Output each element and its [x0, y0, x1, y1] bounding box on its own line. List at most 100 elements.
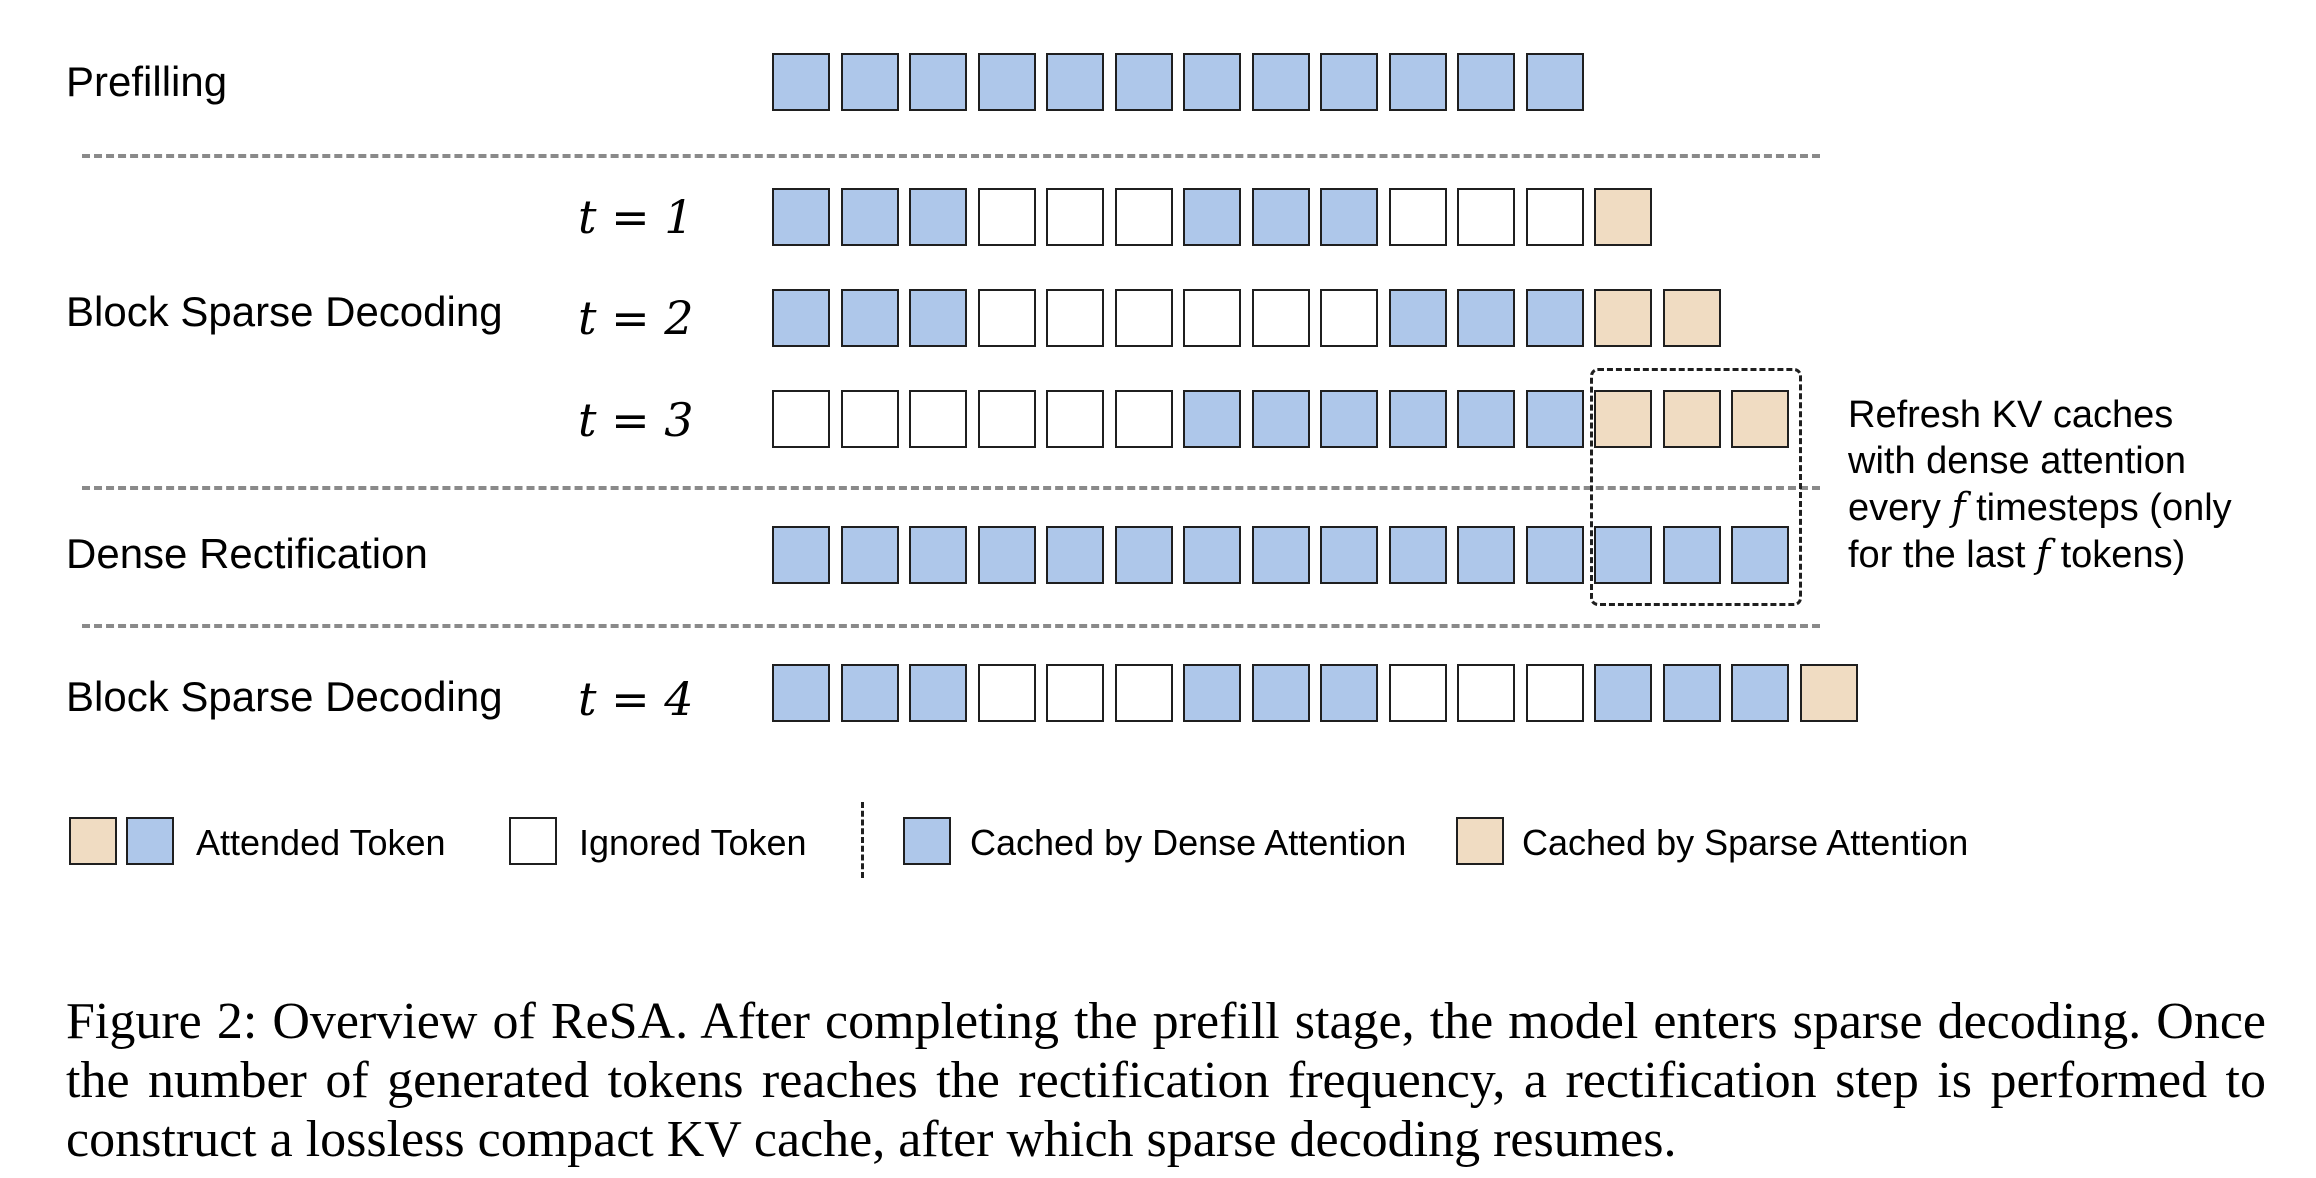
ignored-token-cell [1115, 188, 1173, 246]
attended-token-cell [841, 526, 899, 584]
attended-token-cell [909, 53, 967, 111]
attended-token-cell [1526, 390, 1584, 448]
block-sparse-decoding-label: Block Sparse Decoding [66, 288, 503, 335]
attended-token-cell [1183, 53, 1241, 111]
ignored-token-cell [1526, 188, 1584, 246]
sparse-cached-token-cell [1594, 188, 1652, 246]
ignored-token-cell [978, 188, 1036, 246]
attended-token-cell [1046, 526, 1104, 584]
ignored-token-cell [1115, 390, 1173, 448]
legend-ignored-label: Ignored Token [579, 822, 807, 863]
sparse-cached-token-cell [1594, 390, 1652, 448]
timestep-label-1: t = 1 [578, 190, 694, 244]
attended-token-cell [1252, 53, 1310, 111]
sparse-cached-token-cell [1663, 390, 1721, 448]
ignored-token-cell [1457, 664, 1515, 722]
ignored-token-cell [1252, 289, 1310, 347]
attended-token-cell [1389, 526, 1447, 584]
annotation-line-2: with dense attention [1848, 440, 2187, 482]
ignored-token-cell [1115, 289, 1173, 347]
ignored-token-cell [1115, 664, 1173, 722]
attended-token-cell [909, 289, 967, 347]
ignored-token-cell [1526, 664, 1584, 722]
ignored-token-cell [1046, 664, 1104, 722]
ignored-token-cell [1457, 188, 1515, 246]
ignored-token-cell [1046, 188, 1104, 246]
ignored-token-cell [841, 390, 899, 448]
timestep-label-2: t = 2 [578, 291, 694, 345]
refresh-annotation: Refresh KV caches with dense attention e… [1848, 392, 2232, 578]
ignored-token-cell [772, 390, 830, 448]
ignored-token-cell [1046, 390, 1104, 448]
attended-token-cell [1320, 390, 1378, 448]
attended-token-cell [1183, 188, 1241, 246]
attended-token-cell [1457, 289, 1515, 347]
legend-dense-cached-label: Cached by Dense Attention [970, 822, 1407, 863]
attended-token-cell [1389, 390, 1447, 448]
attended-token-cell [1183, 526, 1241, 584]
ignored-token-cell [1389, 664, 1447, 722]
attended-token-cell [841, 188, 899, 246]
attended-token-cell [1594, 664, 1652, 722]
ignored-token-cell [978, 390, 1036, 448]
attended-token-cell [1320, 53, 1378, 111]
attended-token-cell [1457, 390, 1515, 448]
attended-token-cell [909, 664, 967, 722]
attended-token-cell [772, 664, 830, 722]
attended-token-cell [841, 289, 899, 347]
ignored-token-cell [1320, 289, 1378, 347]
attended-token-cell [978, 526, 1036, 584]
attended-token-cell [1457, 53, 1515, 111]
annotation-line-3: every f timesteps (only [1848, 485, 2232, 529]
legend-dense-cached-swatch [903, 817, 951, 865]
legend-divider [861, 802, 864, 878]
legend-attended-label: Attended Token [196, 822, 446, 863]
ignored-token-cell [978, 289, 1036, 347]
sparse-cached-token-cell [1594, 289, 1652, 347]
legend-attended-tan-swatch [69, 817, 117, 865]
separator-line [82, 486, 1820, 490]
separator-line [82, 154, 1820, 158]
attended-token-cell [1594, 526, 1652, 584]
separator-line [82, 624, 1820, 628]
legend-ignored-swatch [509, 817, 557, 865]
attended-token-cell [1183, 664, 1241, 722]
attended-token-cell [772, 53, 830, 111]
timestep-label-3: t = 3 [578, 393, 694, 447]
attended-token-cell [1731, 526, 1789, 584]
sparse-cached-token-cell [1663, 289, 1721, 347]
attended-token-cell [1115, 53, 1173, 111]
legend-sparse-cached-label: Cached by Sparse Attention [1522, 822, 1969, 863]
attended-token-cell [909, 526, 967, 584]
attended-token-cell [1046, 53, 1104, 111]
figure-caption: Figure 2: Overview of ReSA. After comple… [66, 993, 2266, 1168]
attended-token-cell [1115, 526, 1173, 584]
attended-token-cell [772, 188, 830, 246]
attended-token-cell [1252, 390, 1310, 448]
attended-token-cell [978, 53, 1036, 111]
attended-token-cell [909, 188, 967, 246]
attended-token-cell [1526, 289, 1584, 347]
attended-token-cell [1389, 53, 1447, 111]
sparse-cached-token-cell [1731, 390, 1789, 448]
ignored-token-cell [1389, 188, 1447, 246]
attended-token-cell [1320, 526, 1378, 584]
ignored-token-cell [978, 664, 1036, 722]
ignored-token-cell [1046, 289, 1104, 347]
attended-token-cell [1457, 526, 1515, 584]
sparse-cached-token-cell [1800, 664, 1858, 722]
attended-token-cell [1252, 188, 1310, 246]
legend-sparse-cached-swatch [1456, 817, 1504, 865]
timestep-label-4: t = 4 [578, 672, 694, 726]
legend-attended-blue-swatch [126, 817, 174, 865]
ignored-token-cell [909, 390, 967, 448]
attended-token-cell [772, 526, 830, 584]
annotation-line-1: Refresh KV caches [1848, 394, 2174, 436]
attended-token-cell [1526, 53, 1584, 111]
attended-token-cell [1252, 526, 1310, 584]
prefilling-label: Prefilling [66, 58, 228, 105]
attended-token-cell [1389, 289, 1447, 347]
attended-token-cell [1252, 664, 1310, 722]
attended-token-cell [1183, 390, 1241, 448]
ignored-token-cell [1183, 289, 1241, 347]
